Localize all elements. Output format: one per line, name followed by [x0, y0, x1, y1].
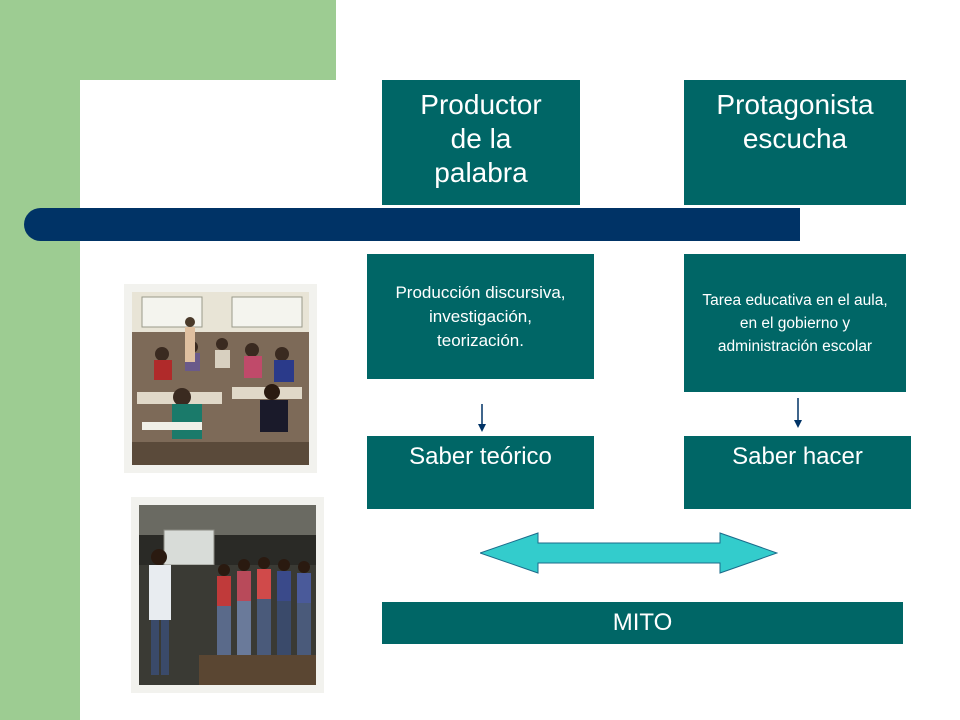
classroom-photo-image [132, 292, 309, 465]
box-produccion: Producción discursiva, investigación, te… [367, 254, 594, 379]
photo-classroom [124, 284, 317, 473]
choir-photo-image [139, 505, 316, 685]
box-protagonista: Protagonista escucha [684, 80, 906, 205]
double-arrow [480, 532, 778, 574]
box-productor: Productor de la palabra [382, 80, 580, 205]
photo-choir [131, 497, 324, 693]
box-mito: MITO [382, 602, 903, 644]
side-accent-bar [0, 0, 80, 720]
timeline-bar [24, 208, 800, 241]
top-accent-bar [0, 0, 336, 80]
down-arrow-right [794, 398, 802, 428]
down-arrow-left [478, 404, 486, 432]
box-saber-hacer: Saber hacer [684, 436, 911, 509]
box-tarea: Tarea educativa en el aula, en el gobier… [684, 254, 906, 392]
box-saber-teorico: Saber teórico [367, 436, 594, 509]
